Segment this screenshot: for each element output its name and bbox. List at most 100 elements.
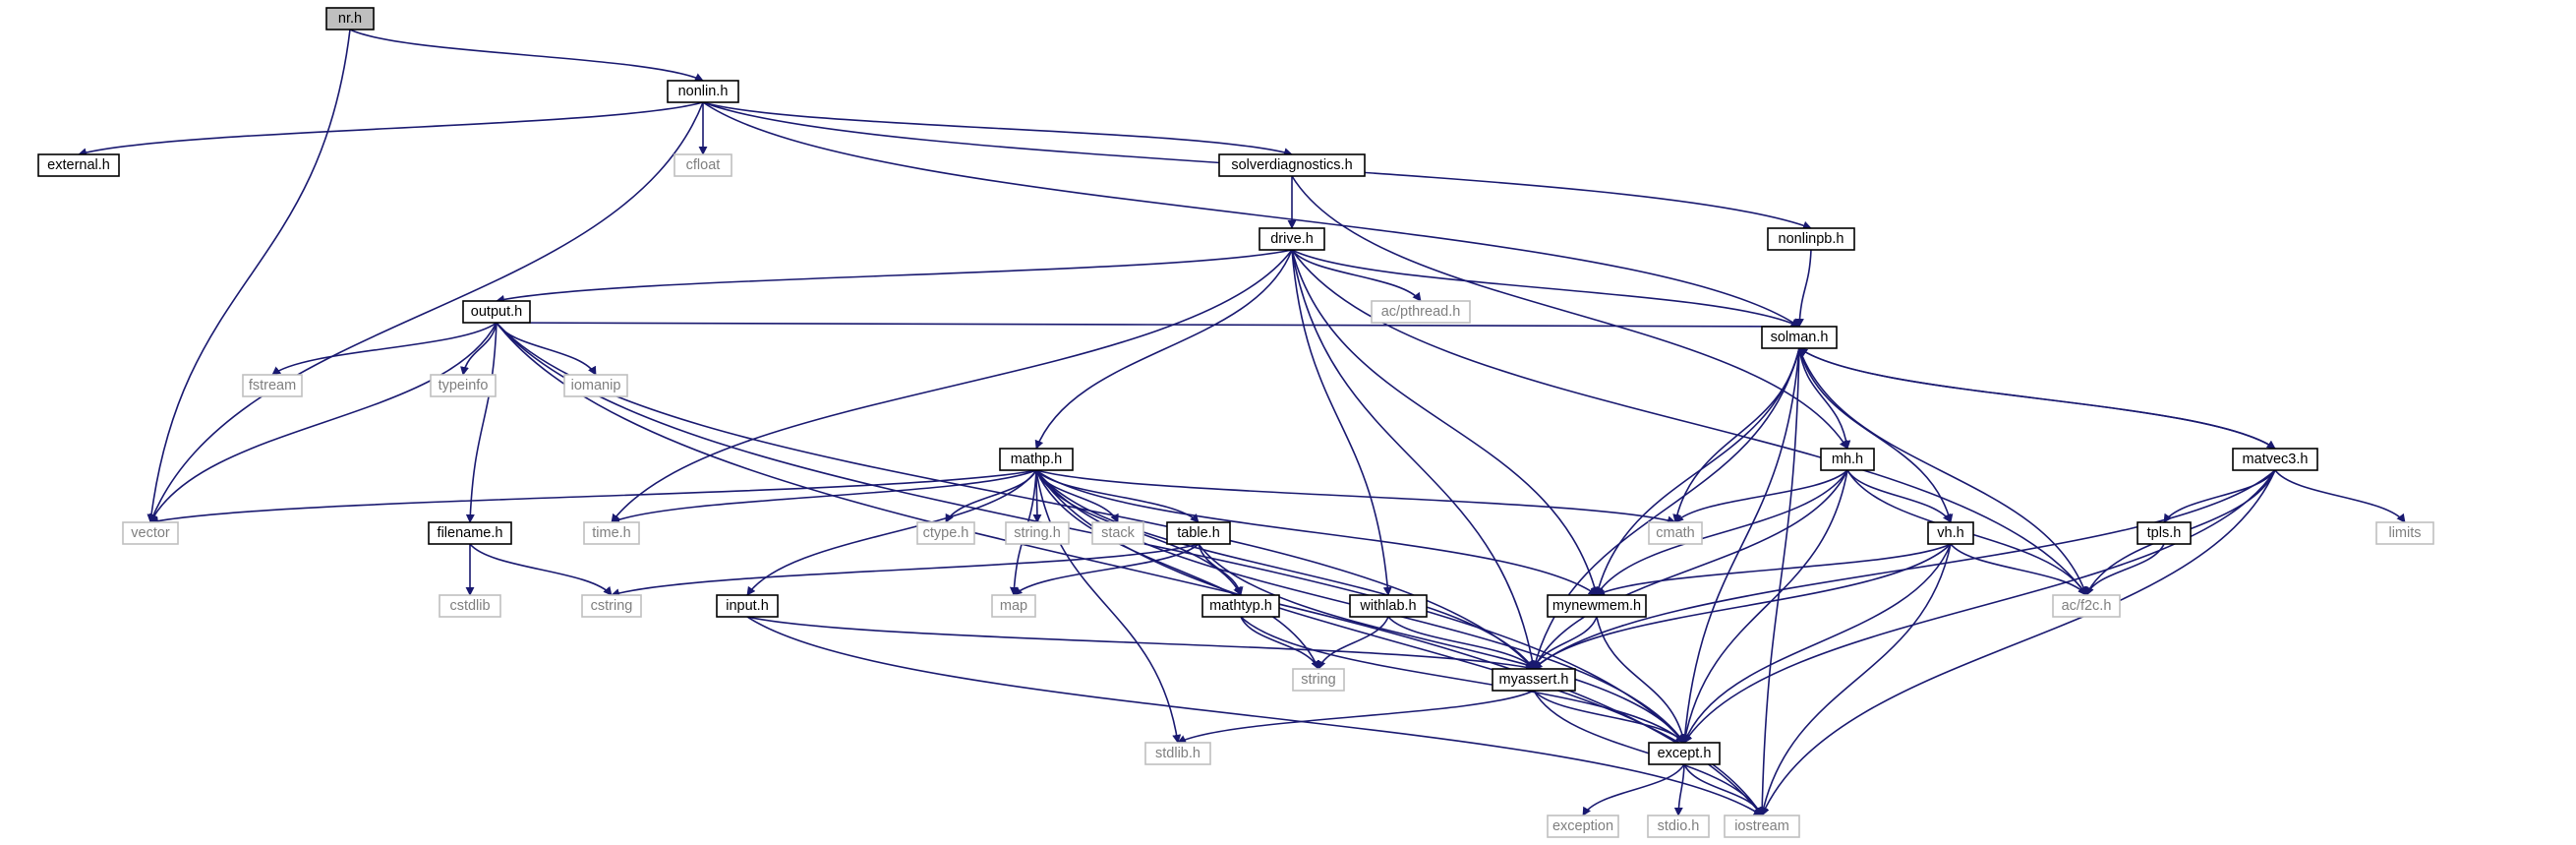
edge-matvec3-to-tpls (2163, 469, 2276, 523)
node-mathp-box (999, 448, 1074, 471)
node-vector-box (122, 521, 179, 545)
node-mathp-label: mathp.h (1011, 452, 1062, 467)
node-tpls[interactable]: tpls.h (2137, 521, 2192, 545)
node-tpls-box (2137, 521, 2192, 545)
node-myassert[interactable]: myassert.h (1492, 668, 1576, 692)
node-table[interactable]: table.h (1166, 521, 1231, 545)
edge-drive-to-pthread (1291, 249, 1422, 302)
node-mh-label: mh.h (1832, 452, 1863, 467)
node-matvec3-box (2232, 448, 2318, 471)
node-mh[interactable]: mh.h (1820, 448, 1875, 471)
node-except[interactable]: except.h (1648, 742, 1721, 765)
edge-myassert-to-except (1533, 690, 1685, 744)
edge-drive-to-f2c (1291, 249, 2087, 596)
node-nonlinpb[interactable]: nonlinpb.h (1767, 227, 1855, 251)
node-limits-label: limits (2388, 525, 2421, 541)
edge-output-to-fstream (271, 322, 498, 376)
node-nr[interactable]: nr.h (325, 7, 375, 30)
edge-mh-to-myassert (1533, 469, 1848, 670)
node-nr-label: nr.h (338, 11, 362, 27)
edge-drive-to-myassert (1291, 249, 1538, 670)
edge-except-to-stdio (1673, 763, 1685, 816)
node-nonlin[interactable]: nonlin.h (667, 80, 739, 103)
node-output[interactable]: output.h (462, 300, 531, 324)
node-iostream: iostream (1724, 815, 1800, 838)
edge-output-to-except (496, 322, 1685, 744)
node-drive[interactable]: drive.h (1259, 227, 1325, 251)
node-cmath-box (1648, 521, 1703, 545)
node-mynewmem-label: mynewmem.h (1552, 598, 1641, 614)
node-fstream-label: fstream (249, 378, 296, 393)
edge-mathtyp-to-string (1240, 616, 1319, 670)
node-withlab[interactable]: withlab.h (1349, 594, 1428, 618)
node-solverdiag-box (1218, 153, 1366, 177)
node-input[interactable]: input.h (716, 594, 779, 618)
node-solman[interactable]: solman.h (1761, 326, 1838, 349)
edge-solman-to-except (1680, 347, 1800, 744)
node-limits-box (2375, 521, 2434, 545)
node-fstream: fstream (242, 374, 303, 397)
node-drive-label: drive.h (1270, 231, 1314, 247)
edge-nonlinpb-to-solman (1794, 249, 1812, 328)
edge-output-to-typeinfo (460, 322, 498, 376)
node-nonlinpb-box (1767, 227, 1855, 251)
node-solverdiag[interactable]: solverdiagnostics.h (1218, 153, 1366, 177)
node-mathp[interactable]: mathp.h (999, 448, 1074, 471)
edge-drive-to-mathp (1034, 249, 1293, 450)
edge-drive-to-output (496, 249, 1293, 304)
node-exception-box (1547, 815, 1619, 838)
node-matvec3[interactable]: matvec3.h (2232, 448, 2318, 471)
node-map-box (991, 594, 1036, 618)
edge-vh-to-f2c (1950, 543, 2087, 596)
edge-drive-to-withlab (1291, 249, 1392, 596)
edge-matvec3-to-iostream (1761, 469, 2276, 816)
edge-except-to-exception (1582, 763, 1685, 816)
edge-matvec3-to-solman (1798, 347, 2276, 450)
node-iomanip-label: iomanip (571, 378, 621, 393)
node-table-box (1166, 521, 1231, 545)
node-solman-box (1761, 326, 1838, 349)
node-solman-label: solman.h (1771, 330, 1829, 345)
node-filename[interactable]: filename.h (428, 521, 512, 545)
node-stdlib-box (1144, 742, 1211, 765)
edge-input-to-iostream (746, 616, 1763, 816)
edge-withlab-to-myassert (1387, 616, 1535, 670)
node-cstring: cstring (581, 594, 642, 618)
node-myassert-label: myassert.h (1499, 672, 1569, 688)
node-withlab-label: withlab.h (1359, 598, 1416, 614)
node-typeinfo: typeinfo (430, 374, 497, 397)
edge-output-to-filename (465, 322, 498, 523)
node-limits: limits (2375, 521, 2434, 545)
node-stdlib: stdlib.h (1144, 742, 1211, 765)
edge-tpls-to-f2c (2085, 543, 2165, 596)
edge-solman-to-iostream (1757, 347, 1800, 816)
edge-mh-to-vh (1846, 469, 1952, 523)
node-nonlin-label: nonlin.h (678, 84, 729, 99)
edge-output-to-iostream (496, 322, 1763, 816)
node-tpls-label: tpls.h (2147, 525, 2182, 541)
node-exception-label: exception (1552, 818, 1613, 834)
node-map: map (991, 594, 1036, 618)
edge-mh-to-except (1681, 469, 1848, 744)
edge-drive-to-mynewmem (1291, 249, 1600, 596)
edge-mathp-to-stdlib (1035, 469, 1182, 744)
edge-mh-to-cmath (1674, 469, 1848, 523)
node-pthread-label: ac/pthread.h (1381, 304, 1461, 320)
node-except-box (1648, 742, 1721, 765)
edge-output-to-solman (496, 322, 1800, 332)
node-mathtyp[interactable]: mathtyp.h (1201, 594, 1280, 618)
edge-withlab-to-string (1317, 616, 1389, 670)
node-drive-box (1259, 227, 1325, 251)
node-stdio-label: stdio.h (1658, 818, 1700, 834)
node-external[interactable]: external.h (37, 153, 120, 177)
node-stack-label: stack (1101, 525, 1136, 541)
node-vh[interactable]: vh.h (1927, 521, 1974, 545)
node-mynewmem[interactable]: mynewmem.h (1547, 594, 1647, 618)
node-stringh: string.h (1005, 521, 1070, 545)
node-pthread: ac/pthread.h (1371, 300, 1471, 324)
edge-myassert-to-iostream (1533, 690, 1763, 816)
node-f2c: ac/f2c.h (2052, 594, 2121, 618)
edge-mathp-to-cmath (1035, 469, 1676, 525)
edge-mathp-to-input (746, 469, 1037, 596)
node-cmath-label: cmath (1656, 525, 1695, 541)
